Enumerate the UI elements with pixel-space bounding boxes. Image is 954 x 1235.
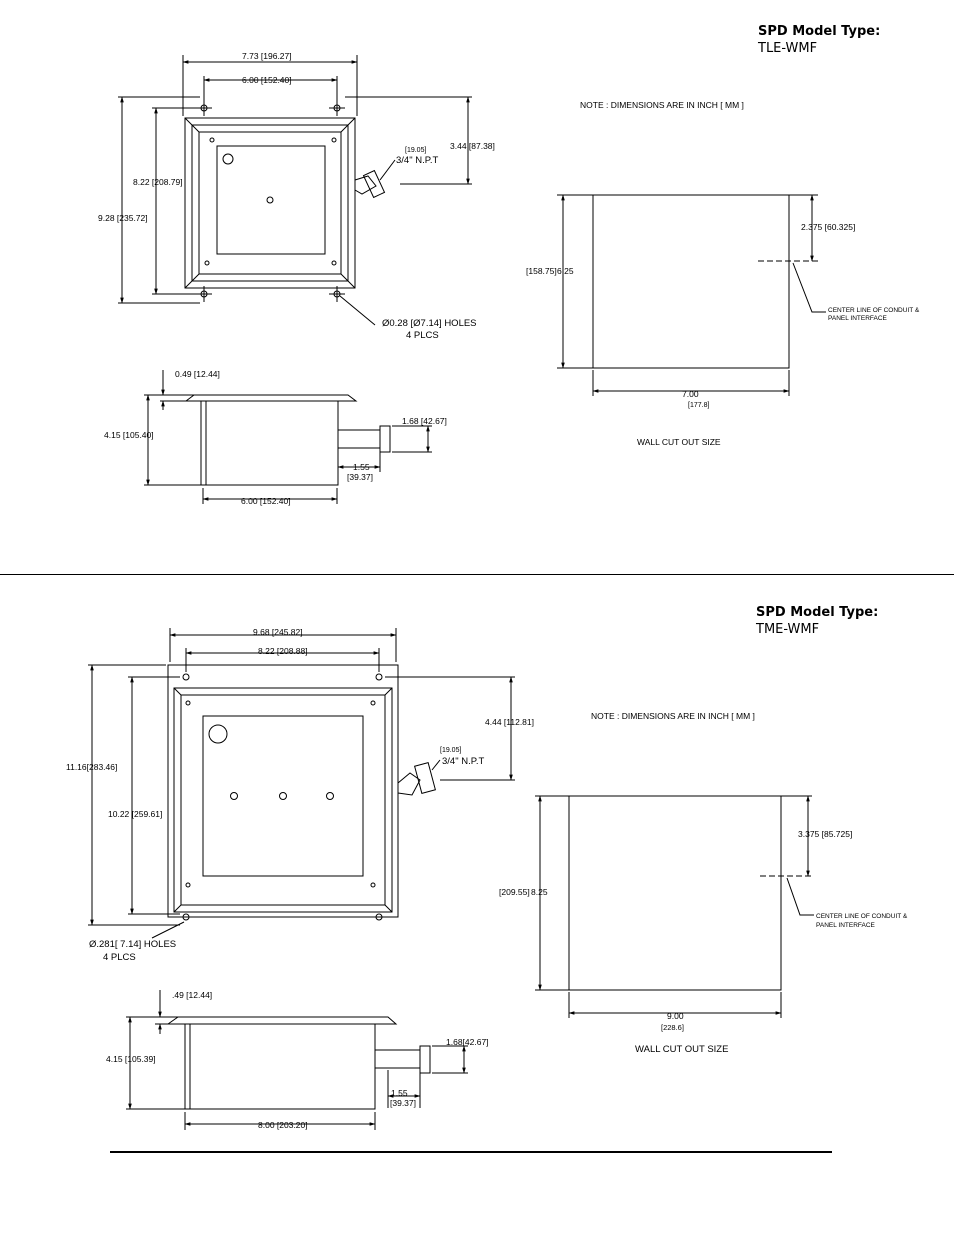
bottom-note: NOTE : DIMENSIONS ARE IN INCH [ MM ] (591, 711, 755, 721)
bottom-model-label: SPD Model Type: (756, 605, 879, 620)
bottom-cutout-height-mm: [209.55] (499, 887, 530, 897)
bottom-hole-height: 10.22 [259.61] (108, 809, 162, 819)
bottom-centerline-1: CENTER LINE OF CONDUIT & (816, 913, 908, 920)
bottom-holes: Ø.281[ 7.14] HOLES (89, 939, 176, 950)
section-divider (0, 574, 954, 575)
bottom-cutout-labels: [209.55] 8.25 3.375 [85.725] CENTER LINE… (499, 829, 908, 1055)
bottom-conduit-length-mm: [39.37] (390, 1098, 416, 1108)
bottom-flange: .49 [12.44] (172, 990, 212, 1000)
bottom-hole-width: 8.22 [208.88] (258, 646, 308, 656)
bottom-overall-height: 11.16[283.46] (66, 762, 117, 772)
bottom-side-labels: .49 [12.44] 4.15 [105.39] 1.68[42.67] 1.… (106, 990, 489, 1130)
top-side-view (144, 370, 432, 504)
top-conduit-height: 1.68 [42.67] (402, 416, 447, 426)
top-centerline-1: CENTER LINE OF CONDUIT & (828, 307, 920, 314)
bottom-overall-width: 9.68 [245.82] (253, 627, 303, 637)
bottom-depth: 4.15 [105.39] (106, 1054, 156, 1064)
bottom-model-name: TME-WMF (756, 622, 820, 637)
top-cutout-height-mm: [158.75] (526, 266, 557, 276)
top-overall-width: 7.73 [196.27] (242, 51, 292, 61)
bottom-cutout (535, 795, 814, 1018)
bottom-side-width: 8.00 [203.20] (258, 1120, 308, 1130)
top-cutout-height: 6.25 (557, 266, 574, 276)
bottom-conduit-offset: 4.44 [112.81] (485, 717, 534, 727)
top-conduit-length: 1.55 (353, 462, 370, 472)
bottom-holes-count: 4 PLCS (103, 952, 136, 963)
bottom-cutout-width: 9.00 (667, 1011, 684, 1021)
bottom-conduit-height: 1.68[42.67] (446, 1037, 489, 1047)
ge-logo-icon-bottom (208, 724, 228, 744)
top-hole-width: 6.00 [152.40] (242, 75, 292, 85)
top-holes-count: 4 PLCS (406, 330, 439, 341)
top-overall-height: 9.28 [235.72] (98, 213, 148, 223)
bottom-cutout-offset: 3.375 [85.725] (798, 829, 852, 839)
top-cutout-labels: [158.75] 6.25 2.375 [60.325] CENTER LINE… (526, 222, 920, 447)
top-front-view (118, 55, 472, 326)
bottom-centerline-2: PANEL INTERFACE (816, 922, 876, 929)
top-holes: Ø0.28 [Ø7.14] HOLES (382, 318, 477, 329)
top-note: NOTE : DIMENSIONS ARE IN INCH [ MM ] (580, 100, 744, 110)
top-conduit-length-mm: [39.37] (347, 472, 373, 482)
top-side-width: 6.00 [152.40] (241, 496, 291, 506)
bottom-cutout-caption: WALL CUT OUT SIZE (635, 1044, 728, 1055)
top-model-name: TLE-WMF (758, 41, 818, 56)
top-centerline-2: PANEL INTERFACE (828, 315, 888, 322)
bottom-cutout-height: 8.25 (531, 887, 548, 897)
bottom-side-view (126, 990, 468, 1130)
bottom-conduit-length: 1.55 (391, 1088, 408, 1098)
top-npt: 3/4" N.P.T (396, 155, 438, 166)
bottom-model-header: SPD Model Type: TME-WMF (756, 605, 878, 637)
top-model-label: SPD Model Type: (758, 24, 881, 39)
top-model-header: SPD Model Type: TLE-WMF (758, 24, 880, 56)
top-npt-mm: [19.05] (405, 147, 426, 154)
top-hole-height: 8.22 [208.79] (133, 177, 183, 187)
bottom-cutout-width-mm: [228.6] (661, 1023, 684, 1032)
top-cutout-offset: 2.375 [60.325] (801, 222, 855, 232)
top-flange: 0.49 [12.44] (175, 369, 220, 379)
ge-logo-icon (222, 153, 234, 165)
bottom-npt-mm: [19.05] (440, 747, 461, 754)
top-depth: 4.15 [105.40] (104, 430, 154, 440)
top-cutout-width: 7.00 (682, 389, 699, 399)
top-cutout-width-mm: [177.8] (688, 402, 709, 409)
bottom-front-view (88, 628, 515, 939)
top-front-labels: 7.73 [196.27] 6.00 [152.40] 3.44 [87.38]… (98, 51, 744, 341)
top-side-labels: 0.49 [12.44] 4.15 [105.40] 1.68 [42.67] … (104, 369, 447, 506)
bottom-front-labels: 9.68 [245.82] 8.22 [208.88] 4.44 [112.81… (66, 627, 755, 963)
bottom-npt: 3/4" N.P.T (442, 756, 484, 767)
top-cutout (557, 194, 826, 396)
footer-rule (110, 1151, 832, 1153)
top-conduit-offset: 3.44 [87.38] (450, 141, 495, 151)
top-cutout-caption: WALL CUT OUT SIZE (637, 437, 721, 447)
